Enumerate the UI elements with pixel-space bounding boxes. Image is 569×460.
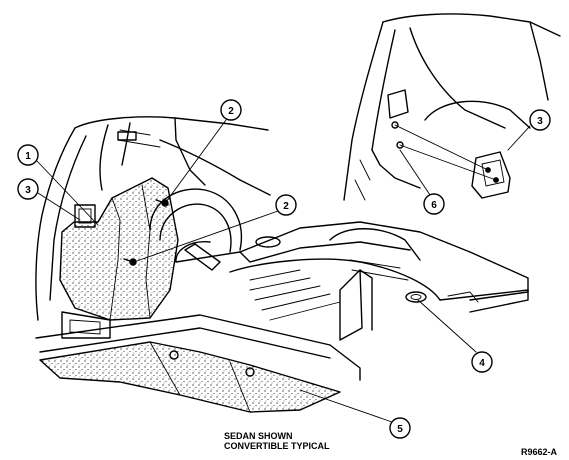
callout-4: 4 bbox=[471, 351, 493, 373]
wheelhouse-insulation-panel bbox=[59, 177, 179, 321]
inset-right-quarter bbox=[343, 13, 561, 201]
svg-text:6: 6 bbox=[431, 200, 437, 211]
callout-3-main: 3 bbox=[17, 178, 39, 200]
floor-insulation-pad bbox=[39, 341, 341, 413]
svg-text:3: 3 bbox=[537, 116, 543, 127]
svg-text:4: 4 bbox=[479, 358, 485, 369]
figure-id: R9662-A bbox=[521, 447, 558, 457]
callout-3-inset: 3 bbox=[529, 109, 551, 131]
callout-1: 1 bbox=[17, 144, 39, 166]
callout-2-upper: 2 bbox=[220, 99, 242, 121]
left-quarter-panel bbox=[35, 116, 271, 321]
caption-line-2: CONVERTIBLE TYPICAL bbox=[224, 441, 330, 451]
svg-text:5: 5 bbox=[397, 424, 403, 435]
rear-sill bbox=[35, 311, 361, 381]
callout-6: 6 bbox=[423, 193, 445, 215]
wheelhouse bbox=[149, 188, 242, 271]
svg-text:2: 2 bbox=[228, 106, 234, 117]
svg-text:2: 2 bbox=[283, 201, 289, 212]
trunk-floor bbox=[175, 221, 529, 321]
inset-bracket bbox=[394, 124, 511, 199]
right-wheelhouse bbox=[329, 228, 529, 341]
callout-5: 5 bbox=[389, 417, 411, 439]
svg-text:1: 1 bbox=[25, 151, 31, 162]
caption-line-1: SEDAN SHOWN bbox=[224, 431, 293, 441]
svg-text:3: 3 bbox=[25, 185, 31, 196]
retainer-pins bbox=[123, 199, 169, 266]
callout-2-lower: 2 bbox=[275, 194, 297, 216]
leader-lines bbox=[35, 119, 531, 423]
